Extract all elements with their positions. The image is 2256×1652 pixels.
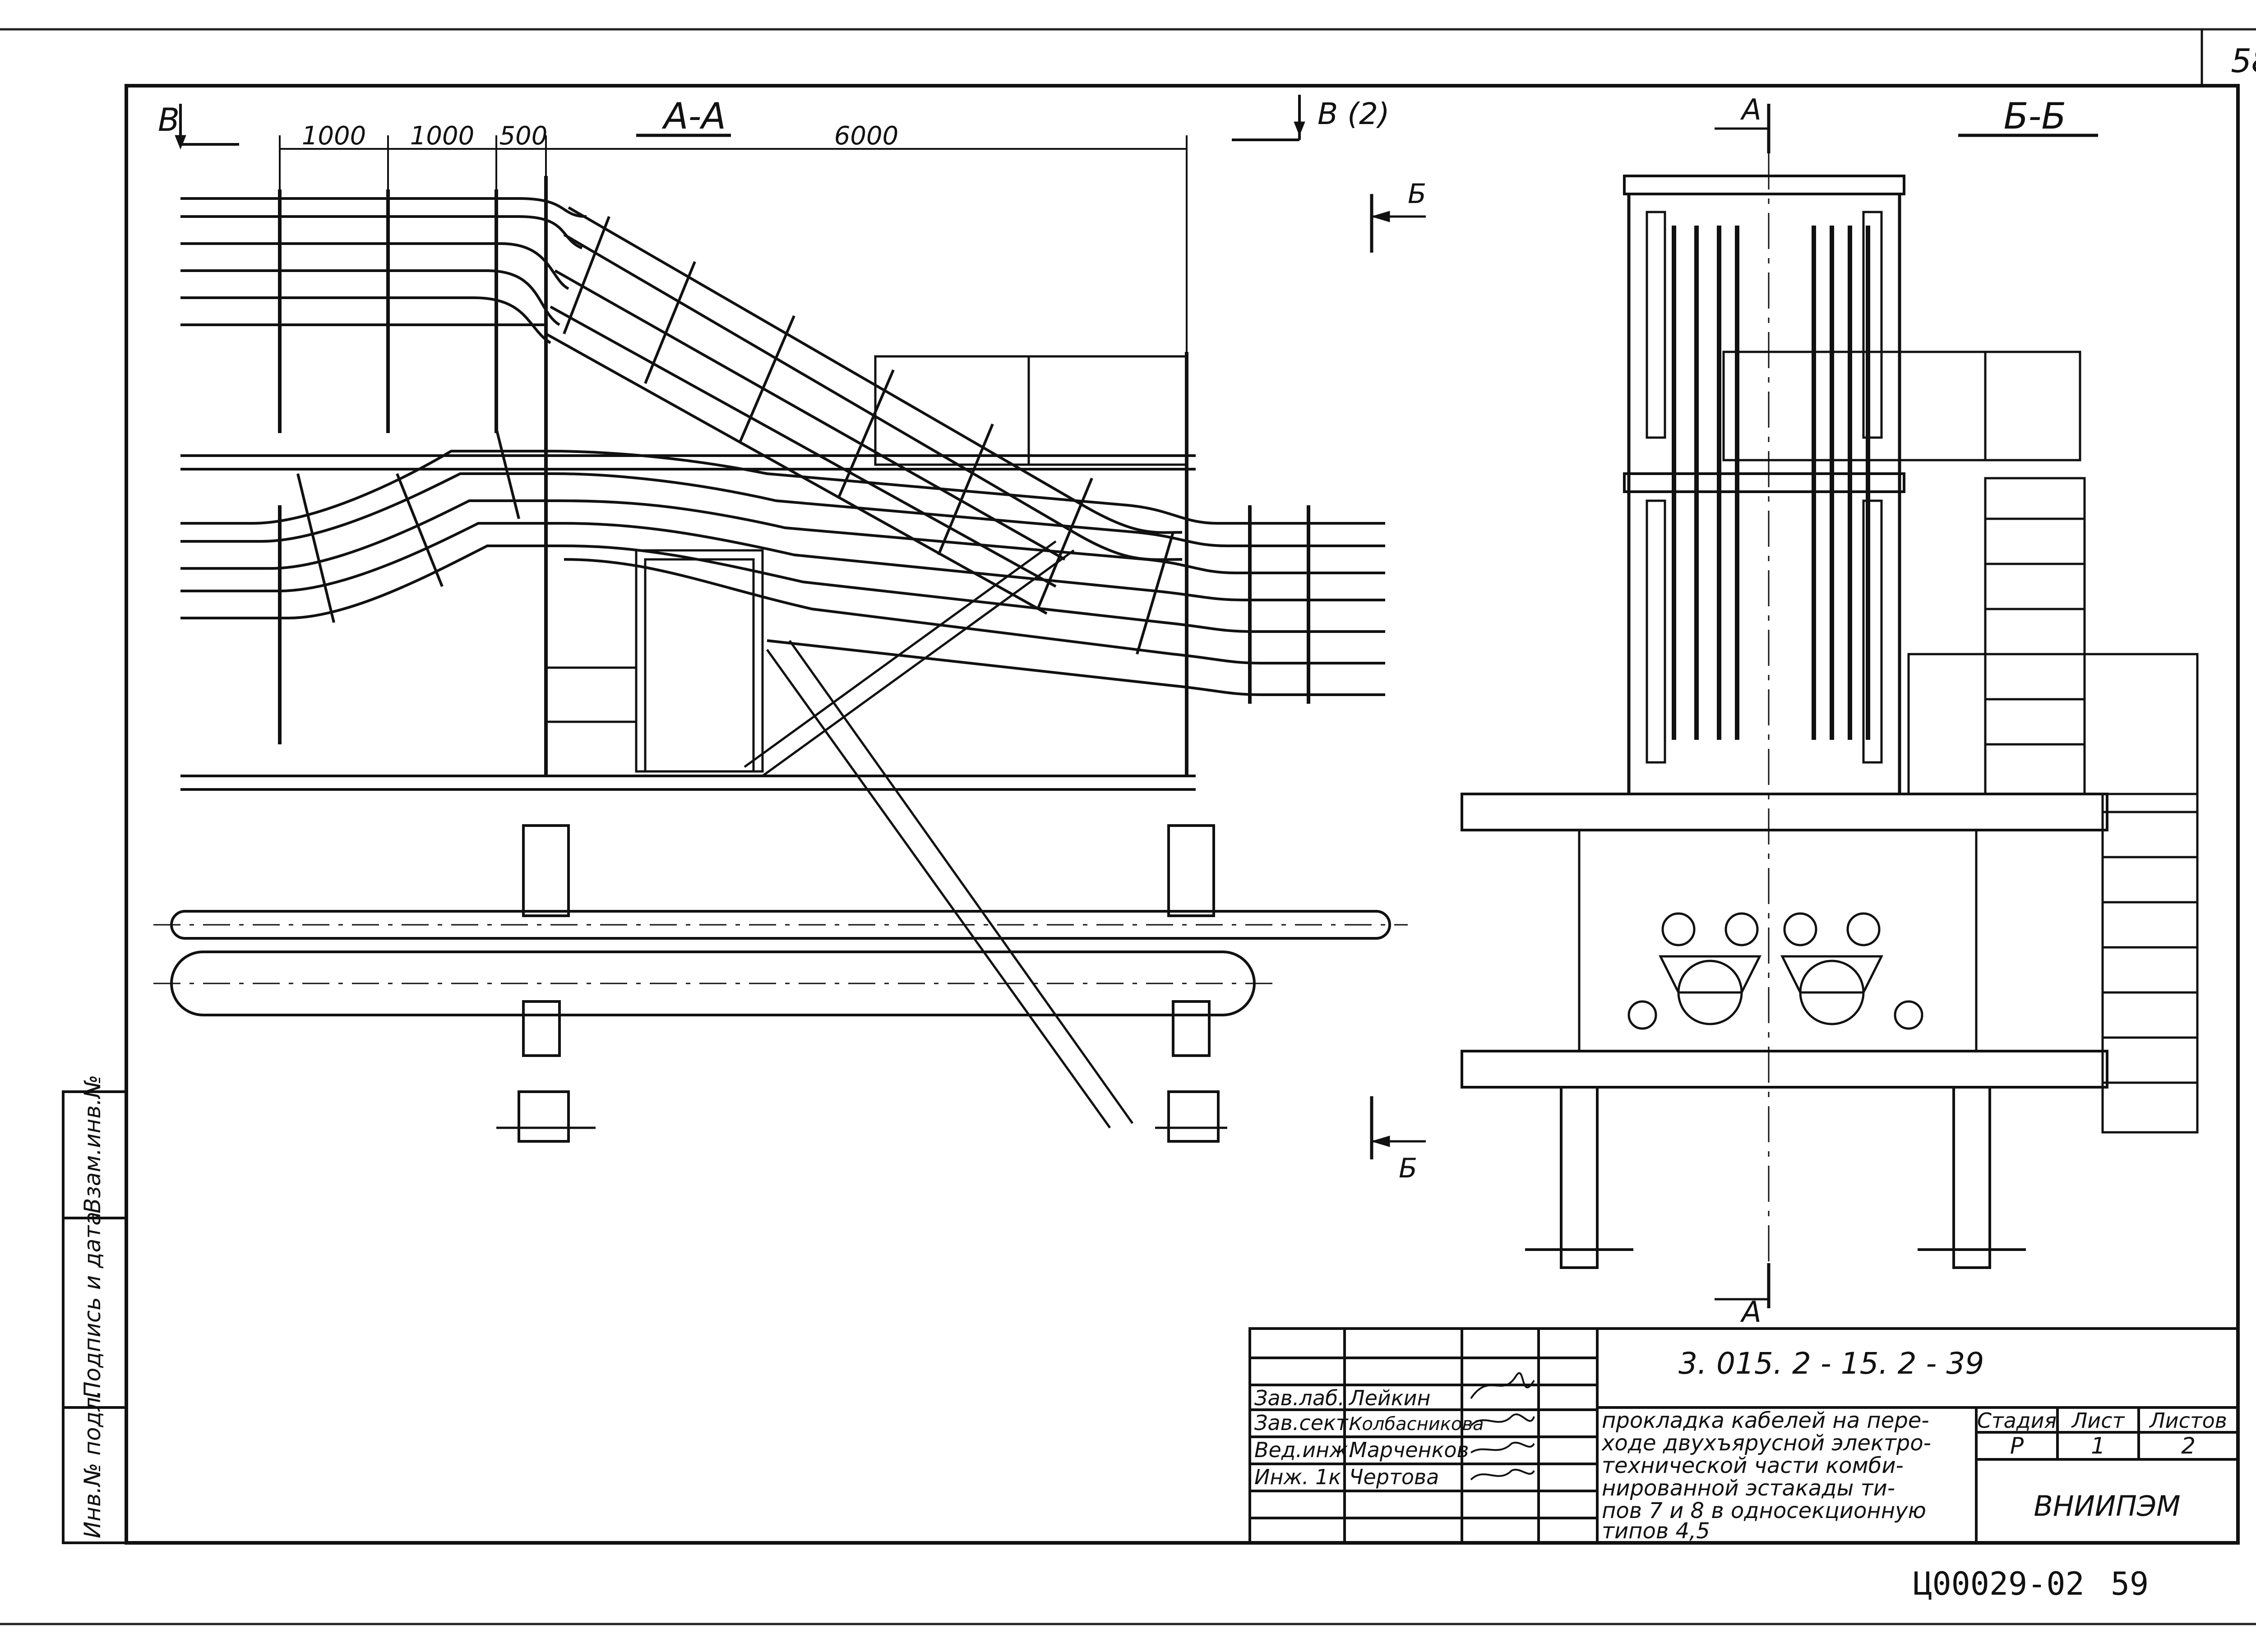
desc-line-6: типов 4,5 bbox=[1602, 1518, 1710, 1544]
upper-beam bbox=[1461, 793, 2108, 831]
chamber-pipes bbox=[1627, 912, 1923, 1030]
pipe-chamber bbox=[1578, 829, 1978, 1052]
gallery-roof bbox=[1623, 175, 1905, 195]
left-stamp: Инв.№ подл. Подпись и дата Взам.инв.№ bbox=[62, 1075, 128, 1544]
lower-beams bbox=[180, 775, 1196, 791]
name-1: Колбасникова bbox=[1349, 1414, 1484, 1435]
role-2: Вед.инж. bbox=[1254, 1438, 1355, 1462]
section-bb-title: Б-Б bbox=[2004, 95, 2066, 137]
name-2: Марченков bbox=[1349, 1438, 1469, 1462]
cable-racks bbox=[1646, 211, 1883, 764]
dim-6000: 6000 bbox=[834, 121, 899, 151]
cable-support-posts bbox=[278, 176, 1310, 776]
section-aa-title: А-А bbox=[661, 95, 726, 137]
sheet-label: Лист bbox=[2071, 1408, 2125, 1433]
desc-line-1: прокладка кабелей на пере- bbox=[1602, 1408, 1929, 1433]
sheets-value: 2 bbox=[2181, 1433, 2196, 1459]
page-number-top: 58 bbox=[2231, 42, 2256, 80]
role-1: Зав.сект. bbox=[1254, 1411, 1355, 1435]
building-outline bbox=[546, 355, 1188, 773]
page-number-bottom: 59 bbox=[2111, 1565, 2149, 1602]
pipelines bbox=[153, 910, 1408, 1016]
cut-mark-b-bottom: Б bbox=[1399, 1153, 1417, 1184]
cut-mark-a-bottom: А bbox=[1740, 1296, 1761, 1329]
section-aa-view: А-А 1000 1000 500 6000 В В (2) Б bbox=[153, 95, 1426, 1184]
name-0: Лейкин bbox=[1348, 1386, 1431, 1410]
section-bb-view: Б-Б А А bbox=[1461, 93, 2199, 1329]
title-block bbox=[1248, 1327, 2239, 1544]
lower-tier-cables bbox=[180, 450, 1385, 696]
dim-500: 500 bbox=[499, 121, 548, 151]
mid-deck bbox=[180, 454, 1196, 471]
stair-platform bbox=[1722, 351, 2199, 1134]
upper-tier-diagonal-cables bbox=[545, 206, 1183, 615]
desc-line-2: ходе двухъярусной электро- bbox=[1601, 1431, 1931, 1456]
gallery-mid-deck bbox=[1623, 472, 1905, 493]
stage-label: Стадия bbox=[1977, 1408, 2057, 1433]
signature-scribbles bbox=[1470, 1372, 1535, 1481]
upper-tier-cables bbox=[180, 197, 587, 344]
role-0: Зав.лаб. bbox=[1254, 1386, 1345, 1410]
sheets-label: Листов bbox=[2149, 1408, 2227, 1433]
dim-1000-b: 1000 bbox=[410, 121, 475, 151]
sheet-value: 1 bbox=[2091, 1433, 2105, 1459]
desc-line-3: технической части комби- bbox=[1602, 1453, 1904, 1478]
stamp-inv-podl: Инв.№ подл. bbox=[79, 1390, 106, 1538]
support-columns bbox=[518, 824, 1220, 1143]
desc-line-5: пов 7 и 8 в односекционную bbox=[1602, 1498, 1926, 1523]
stamp-vzam-inv: Взам.инв.№ bbox=[79, 1075, 106, 1214]
role-3: Инж. 1к bbox=[1254, 1465, 1341, 1489]
name-3: Чертова bbox=[1349, 1465, 1439, 1489]
stage-value: Р bbox=[2010, 1433, 2024, 1459]
dimension-chain bbox=[279, 135, 1188, 352]
cut-mark-a-top: А bbox=[1740, 93, 1761, 127]
stamp-signature-date: Подпись и дата bbox=[79, 1212, 106, 1398]
gallery-legs bbox=[1525, 1086, 2026, 1269]
organization: ВНИИПЭМ bbox=[2034, 1490, 2180, 1523]
drawing-frame bbox=[125, 84, 2240, 1545]
stair-brace bbox=[744, 540, 1134, 1129]
doc-code: 3. 015. 2 - 15. 2 - 39 bbox=[1678, 1346, 1984, 1381]
archive-code: Ц00029-02 bbox=[1913, 1565, 2084, 1602]
view-mark-v-right: В (2) bbox=[1318, 97, 1390, 131]
cut-mark-b-top: Б bbox=[1408, 178, 1426, 210]
lower-beam bbox=[1461, 1050, 2108, 1089]
view-mark-v-left: В bbox=[158, 102, 180, 138]
diagonal-clamp-bars bbox=[296, 216, 1174, 655]
dim-1000-a: 1000 bbox=[302, 121, 366, 151]
desc-line-4: нированной эстакады ти- bbox=[1602, 1476, 1895, 1501]
